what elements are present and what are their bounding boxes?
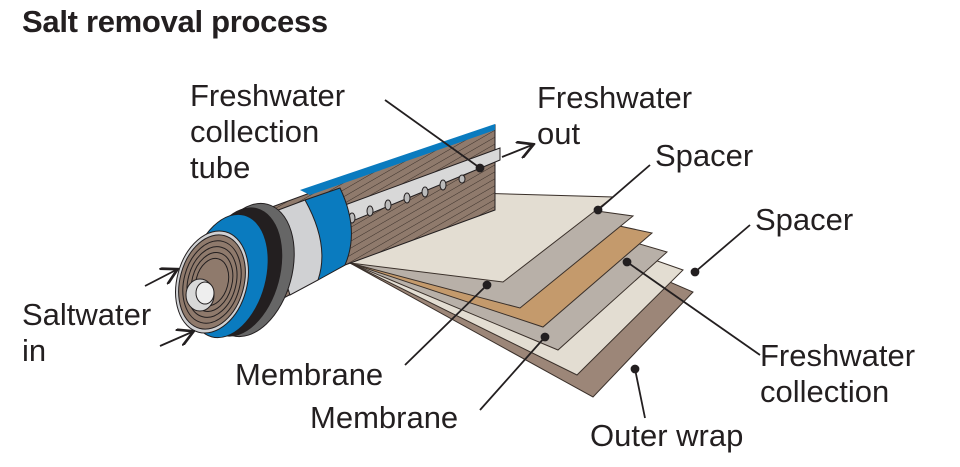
label-line: out <box>537 116 581 151</box>
label-freshwater-out: Freshwater out <box>537 80 692 152</box>
label-outer-wrap: Outer wrap <box>590 418 744 453</box>
label-membrane-2: Membrane <box>310 400 459 435</box>
saltwater-in-arrow-1 <box>144 270 176 287</box>
label-spacer-1: Spacer <box>655 138 754 173</box>
label-line: Freshwater <box>760 338 916 373</box>
label-line: collection <box>760 374 890 409</box>
diagram-title: Salt removal process <box>22 4 328 39</box>
label-line: Freshwater <box>190 78 346 113</box>
label-saltwater-in: Saltwater in <box>22 297 151 369</box>
label-spacer-2: Spacer <box>755 202 854 237</box>
label-freshwater-collection: Freshwater collection <box>760 338 915 410</box>
saltwater-in-arrow-2 <box>159 332 192 347</box>
label-line: in <box>22 333 47 368</box>
label-collection-tube: Freshwater collection tube <box>190 78 345 186</box>
label-line: Saltwater <box>22 297 152 332</box>
label-line: collection <box>190 114 320 149</box>
label-line: Freshwater <box>537 80 693 115</box>
label-membrane-1: Membrane <box>235 357 384 392</box>
freshwater-out-arrow <box>501 145 532 157</box>
label-line: tube <box>190 150 251 185</box>
blue-stripe-top <box>300 124 495 195</box>
